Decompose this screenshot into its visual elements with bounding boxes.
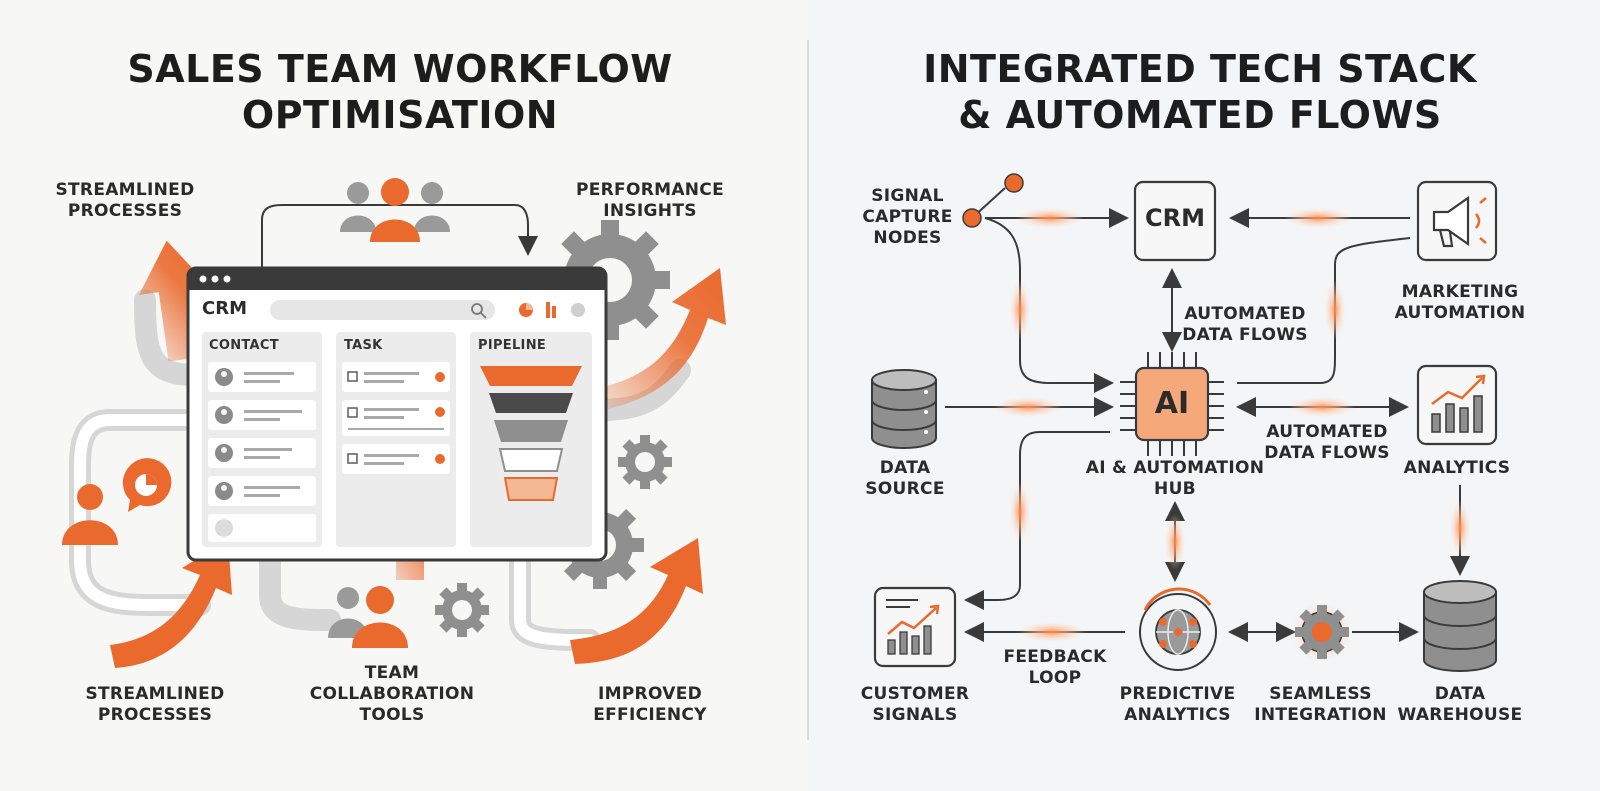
contact-rows: [208, 362, 316, 542]
customer-signals-chart-icon: [873, 586, 957, 668]
arrow-bottom-right: [570, 538, 703, 664]
warehouse-database-icon: [1423, 580, 1497, 672]
ai-chip-icon: [1120, 352, 1224, 456]
left-title-line1: SALES TEAM WORKFLOW: [127, 47, 673, 91]
flow-glow-highlights: [994, 208, 1470, 642]
signal-capture-label: SIGNAL CAPTURE NODES: [862, 186, 953, 248]
right-title-line1: INTEGRATED TECH STACK: [923, 47, 1477, 91]
column-pipeline: PIPELINE: [478, 338, 547, 353]
crm-node-box: [1133, 180, 1217, 262]
analytics-label: ANALYTICS: [1403, 458, 1511, 478]
team-top-icon: [340, 178, 450, 242]
arrow-bottom-left: [110, 540, 232, 668]
team-collaboration-icon: [328, 586, 408, 648]
person-chat-icon: [62, 458, 172, 545]
streamlined-bottom-label: STREAMLINED PROCESSES: [85, 684, 225, 725]
streamlined-top-label: STREAMLINED PROCESSES: [55, 180, 195, 221]
team-collaboration-label: TEAM COLLABORATION TOOLS: [309, 663, 475, 725]
predictive-globe-icon: [1139, 587, 1217, 671]
task-rows: [342, 362, 450, 474]
crm-logo: CRM: [202, 298, 247, 319]
megaphone-icon: [1416, 180, 1498, 262]
predictive-analytics-label: PREDICTIVE ANALYTICS: [1119, 684, 1236, 725]
analytics-chart-icon: [1416, 364, 1498, 446]
search-icon: [471, 303, 483, 315]
improved-efficiency-label: IMPROVED EFFICIENCY: [593, 684, 707, 725]
column-task: TASK: [344, 338, 383, 353]
panel-divider: [807, 40, 809, 740]
crm-search-bar: [270, 300, 495, 320]
crm-node-label: CRM: [1145, 204, 1205, 232]
pipeline-funnel: [480, 366, 582, 501]
automated-flows-mid-label: AUTOMATED DATA FLOWS: [1264, 422, 1390, 463]
left-diagram: [62, 178, 726, 668]
left-title: SALES TEAM WORKFLOW OPTIMISATION: [100, 46, 700, 138]
ai-chip-label: AI: [1154, 386, 1190, 421]
ai-hub-label: AI & AUTOMATION HUB: [1085, 458, 1265, 499]
column-contact: CONTACT: [209, 338, 279, 353]
crm-window: [186, 266, 608, 562]
feedback-loop-label: FEEDBACK LOOP: [1003, 647, 1107, 688]
arrow-up-right: [590, 268, 726, 412]
customer-signals-label: CUSTOMER SIGNALS: [860, 684, 970, 725]
signal-node-icon: [962, 173, 1024, 228]
right-title: INTEGRATED TECH STACK & AUTOMATED FLOWS: [880, 46, 1520, 138]
gear-icon-small: [606, 423, 684, 501]
marketing-automation-label: MARKETING AUTOMATION: [1394, 282, 1526, 323]
right-title-line2: & AUTOMATED FLOWS: [958, 93, 1442, 137]
data-warehouse-label: DATA WAREHOUSE: [1397, 684, 1523, 725]
automated-flows-top-label: AUTOMATED DATA FLOWS: [1182, 304, 1308, 345]
data-source-label: DATA SOURCE: [865, 458, 945, 499]
database-icon: [871, 369, 937, 449]
seamless-integration-label: SEAMLESS INTEGRATION: [1254, 684, 1387, 725]
right-diagram: [871, 173, 1498, 672]
performance-label: PERFORMANCE INSIGHTS: [575, 180, 724, 221]
chart-mini-icons: [519, 302, 585, 318]
gear-icon-bottom: [423, 571, 501, 649]
left-title-line2: OPTIMISATION: [241, 93, 559, 137]
integration-gear-icon: [1283, 593, 1361, 671]
